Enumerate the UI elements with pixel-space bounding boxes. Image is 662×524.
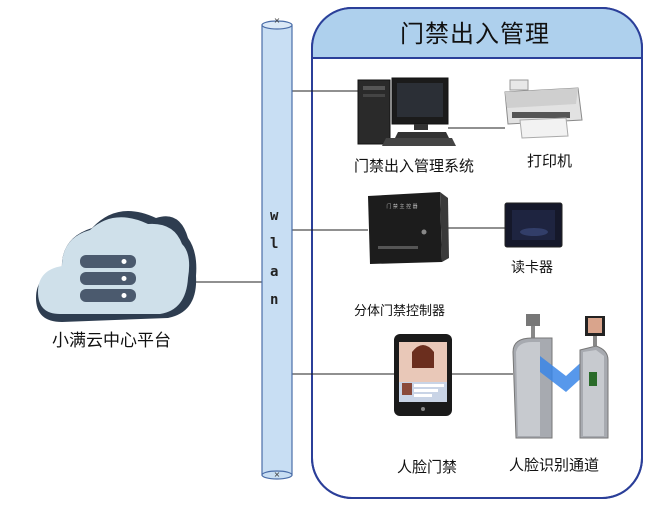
card-reader-icon <box>504 202 563 248</box>
desktop-computer-icon <box>357 77 456 146</box>
printer-label: 打印机 <box>527 152 573 170</box>
printer-icon <box>504 79 583 139</box>
bus-letter-n: n <box>270 292 279 308</box>
face-gate-icon <box>512 314 609 439</box>
server-icon <box>80 255 136 302</box>
bus-letter-a: a <box>270 264 279 280</box>
svg-text:门 禁 主 控 器: 门 禁 主 控 器 <box>386 203 417 210</box>
face-terminal-icon <box>394 334 452 416</box>
wlan-bus: × × <box>261 16 293 480</box>
svg-text:×: × <box>274 16 281 25</box>
bus-letter-w: w <box>270 208 279 224</box>
access-controller-icon: 门 禁 主 控 器 <box>368 192 449 264</box>
bus-letter-l: l <box>270 236 279 252</box>
card-reader-label: 读卡器 <box>511 260 553 276</box>
management-pc-label: 门禁出入管理系统 <box>354 157 475 175</box>
face-terminal-label: 人脸门禁 <box>397 458 458 476</box>
cloud-icon <box>36 210 197 322</box>
svg-text:×: × <box>274 470 281 479</box>
connection-lines <box>195 90 513 375</box>
face-gate-label: 人脸识别通道 <box>509 456 600 474</box>
panel-title: 门禁出入管理 <box>400 20 550 48</box>
cloud-label: 小满云中心平台 <box>52 331 171 351</box>
split-controller-label: 分体门禁控制器 <box>354 304 446 319</box>
